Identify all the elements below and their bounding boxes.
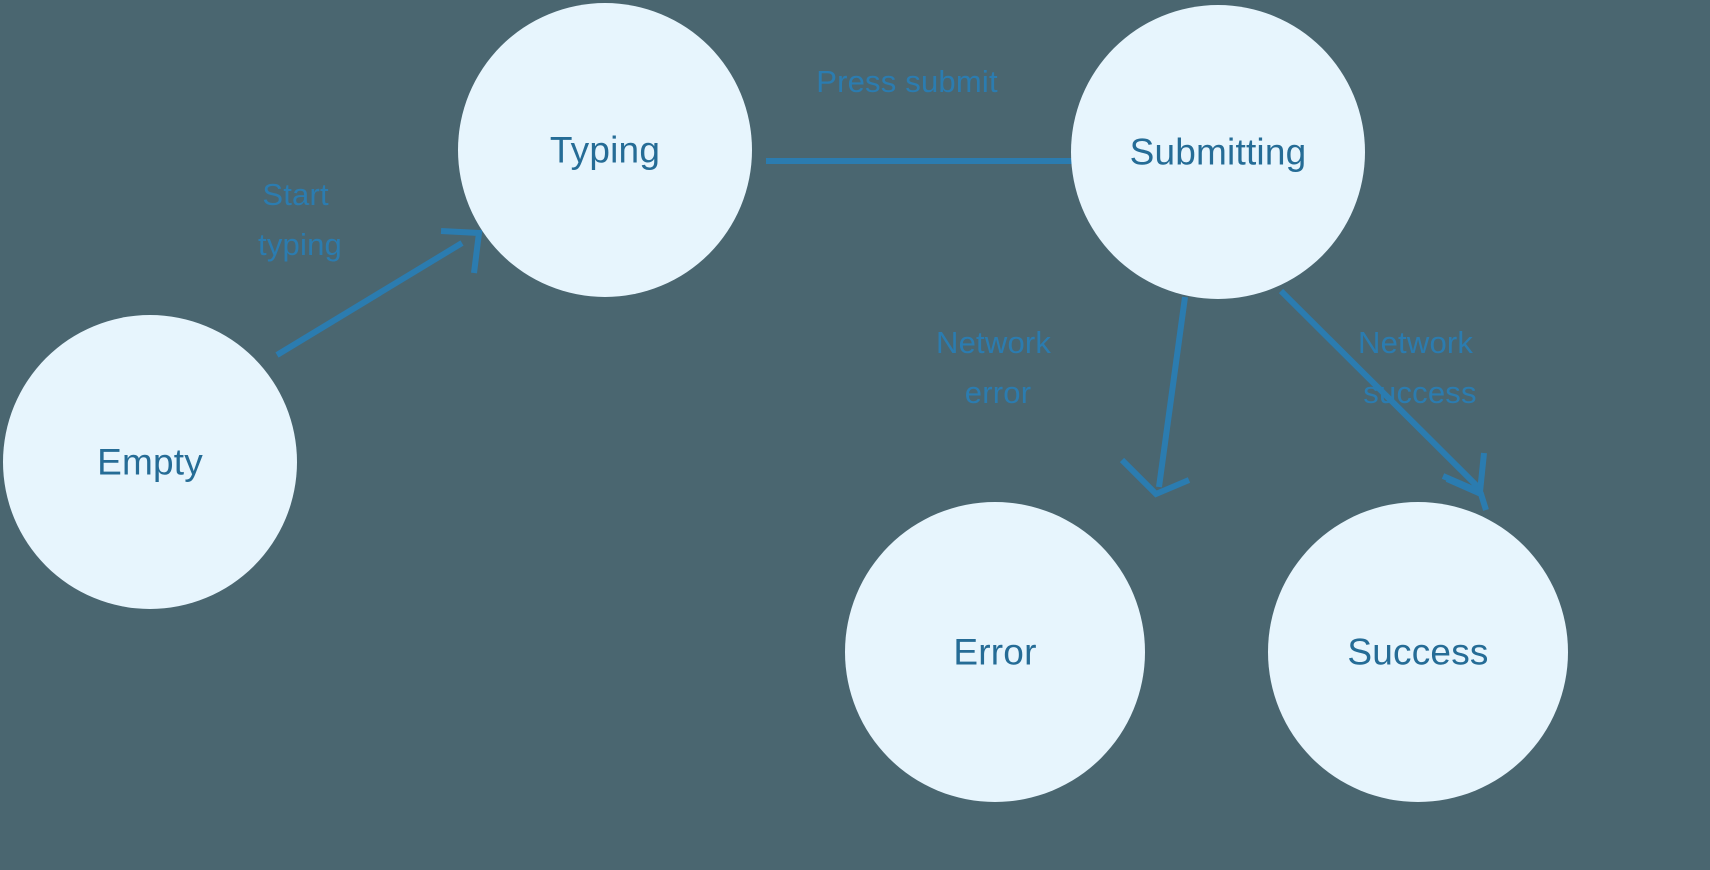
edge-submitting-to-error (1119, 296, 1191, 498)
state-node-success-label: Success (1347, 632, 1488, 673)
edge-empty-to-typing (275, 228, 483, 358)
state-node-typing-label: Typing (550, 130, 660, 171)
state-node-submitting-circle[interactable] (1071, 5, 1365, 299)
edge-label-network-error-line-2: error (965, 375, 1031, 410)
edge-label-start-typing-line-1: Start (262, 177, 329, 212)
edge-empty-to-typing-line (275, 240, 464, 358)
edge-submitting-to-success-arrowhead-wing (1441, 452, 1487, 497)
state-node-typing-circle[interactable] (458, 3, 752, 297)
state-node-empty-label: Empty (97, 442, 203, 483)
edge-label-network-success-line-2: success (1363, 375, 1476, 410)
state-node-success[interactable]: Success (1268, 502, 1568, 802)
edge-label-start-typing-line-2: typing (258, 227, 342, 262)
edge-submitting-to-error-line (1156, 296, 1188, 488)
edge-label-network-success-line-1: Network (1358, 325, 1473, 360)
node-layer: Empty Typing Submitting Error Success (3, 3, 1568, 802)
edge-label-start-typing: Start typing (258, 177, 342, 262)
edge-submitting-to-success (1278, 288, 1489, 511)
state-node-typing[interactable]: Typing (458, 3, 752, 297)
state-node-empty-circle[interactable] (3, 315, 297, 609)
edge-submitting-to-success-line (1278, 288, 1481, 490)
edge-submitting-to-error-arrowhead (1119, 457, 1191, 498)
edge-label-network-error: Network error (936, 325, 1060, 410)
state-node-success-circle[interactable] (1268, 502, 1568, 802)
state-node-empty[interactable]: Empty (3, 315, 297, 609)
edge-label-layer: Start typing Press submit Network error … (258, 64, 1482, 410)
edge-layer (275, 131, 1489, 511)
state-node-error-label: Error (953, 632, 1036, 673)
edge-empty-to-typing-arrowhead (440, 228, 483, 274)
edge-label-press-submit: Press submit (816, 64, 998, 99)
edge-label-press-submit-line-1: Press submit (816, 64, 998, 99)
edge-label-network-error-line-1: Network (936, 325, 1051, 360)
state-node-error[interactable]: Error (845, 502, 1145, 802)
state-node-submitting[interactable]: Submitting (1071, 5, 1365, 299)
state-node-submitting-label: Submitting (1130, 132, 1307, 173)
state-node-error-circle[interactable] (845, 502, 1145, 802)
edge-label-network-success: Network success (1358, 325, 1482, 410)
